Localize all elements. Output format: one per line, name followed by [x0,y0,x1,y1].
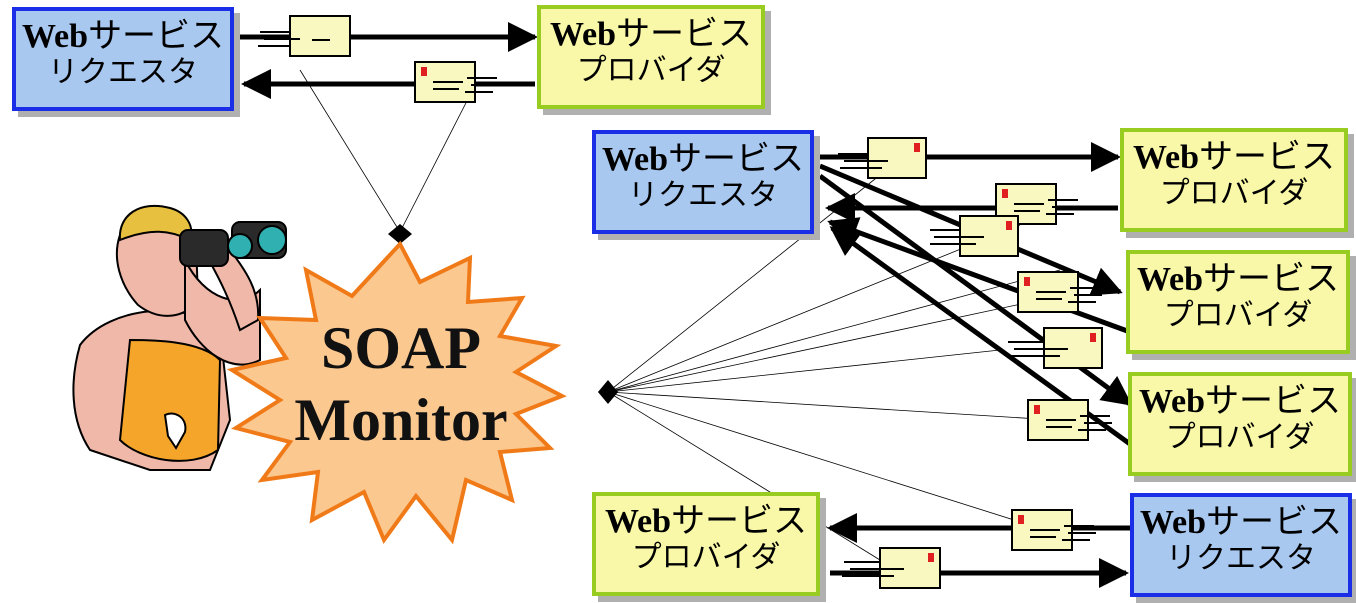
web-service-provider: Webサービス プロバイダ [1120,128,1348,232]
provider-suffix: サービス [616,14,753,54]
provider-label: プロバイダ [1163,298,1313,334]
web-service-provider: Webサービス プロバイダ [1126,250,1350,354]
requester-suffix: サービス [1206,502,1343,542]
envelope-icon [838,137,927,179]
web-service-provider: Webサービス プロバイダ [592,492,820,596]
envelope-icon [1008,327,1103,369]
monitor-tap-diamond [388,224,412,244]
monitor-line2: Monitor [294,387,508,453]
starburst-shape [226,240,567,545]
provider-web-label: Web [549,16,617,53]
requester-web-label: Web [601,141,669,178]
requester-suffix: サービス [668,139,805,179]
observer-with-binoculars-icon [72,204,287,471]
envelopes [258,15,1113,589]
provider-label: プロバイダ [576,53,726,89]
monitor-line1: SOAP [320,315,482,381]
provider-suffix: サービス [1205,381,1342,421]
provider-web-label: Web [1136,261,1204,298]
requester-web-label: Web [21,18,89,55]
provider-suffix: サービス [1203,259,1340,299]
soap-monitor-label: SOAP Monitor [266,312,536,456]
provider-web-label: Web [1138,383,1206,420]
web-service-provider: Webサービス プロバイダ [537,5,765,109]
provider-label: プロバイダ [1159,176,1309,212]
web-service-requester: Webサービス リクエスタ [1130,493,1352,597]
web-service-requester: Webサービス リクエスタ [12,7,234,111]
web-service-provider: Webサービス プロバイダ [1128,372,1352,476]
provider-suffix: サービス [1199,137,1336,177]
envelope-icon [842,547,941,589]
requester-label: リクエスタ [628,178,778,214]
requester-web-label: Web [1139,504,1207,541]
envelope-icon [930,215,1019,257]
provider-suffix: サービス [671,501,808,541]
requester-label: リクエスタ [48,55,198,91]
web-service-requester: Webサービス リクエスタ [592,130,814,234]
provider-web-label: Web [604,503,672,540]
requester-suffix: サービス [88,16,225,56]
monitor-tap-diamond [598,380,618,404]
provider-label: プロバイダ [631,540,781,576]
provider-web-label: Web [1132,139,1200,176]
provider-label: プロバイダ [1165,420,1315,456]
envelope-icon [258,15,351,57]
requester-label: リクエスタ [1166,541,1316,577]
